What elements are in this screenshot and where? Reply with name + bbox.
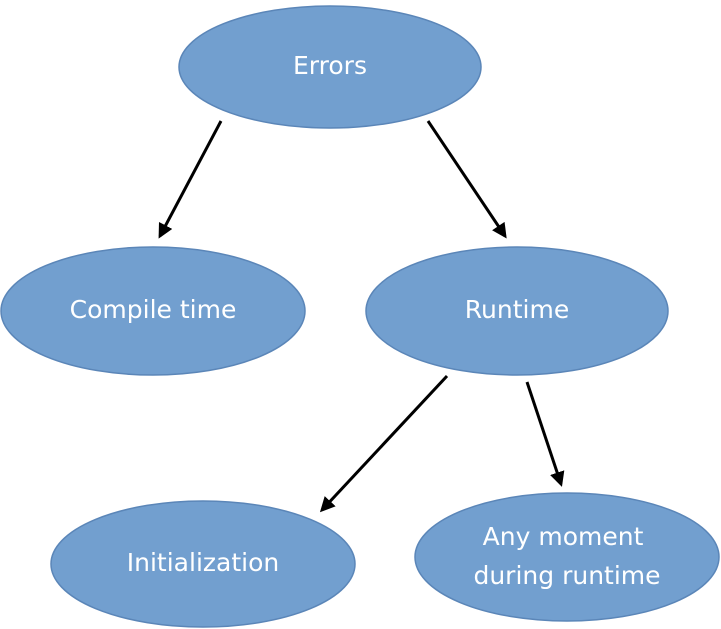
edge-errors-to-compile-time [158,120,223,239]
node-compile-time-label: Compile time [70,295,237,324]
node-runtime-label: Runtime [465,295,569,324]
node-any-moment: Any moment during runtime [414,492,720,622]
node-errors-label: Errors [293,51,367,80]
node-any-moment-label: Any moment during runtime [473,522,660,590]
node-initialization-label: Initialization [127,548,279,577]
edge-runtime-to-any-moment [525,381,565,487]
node-compile-time: Compile time [0,246,306,376]
edge-errors-to-runtime [426,120,507,239]
edges [158,120,565,513]
node-initialization: Initialization [50,500,356,628]
edge-runtime-to-initialization [319,374,449,513]
node-runtime: Runtime [365,246,669,376]
node-errors: Errors [178,5,482,129]
